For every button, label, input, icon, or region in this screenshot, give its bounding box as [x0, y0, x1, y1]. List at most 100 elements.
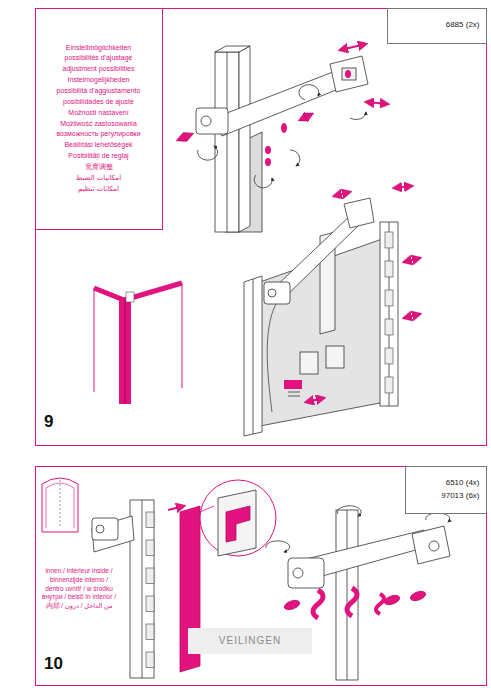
door-assembly-part: [288, 392, 300, 393]
corner-profile-detail: [94, 283, 182, 404]
watermark: VEILINGEN: [188, 628, 312, 654]
wall-profile-assembly-part: [218, 490, 256, 556]
part-count: 6510 (4x): [446, 477, 480, 489]
hinge-detail-top-part: [178, 134, 192, 140]
language-line: adjustment possibilities: [63, 64, 135, 75]
hinge-detail-top-part: [281, 123, 287, 133]
corner-profile-detail-part: [94, 283, 182, 300]
language-line: posibilidades de ajuste: [63, 97, 134, 108]
clamp-assembly-part: [347, 588, 357, 616]
clamp-assembly-part: [347, 510, 348, 680]
part-count: 97013 (6x): [441, 490, 479, 502]
clamp-assembly-part: [336, 510, 358, 680]
corner-profile-detail-part: [94, 288, 95, 392]
wall-profile-assembly-part: [200, 506, 214, 512]
wall-profile-assembly-part-part: [146, 596, 154, 611]
clamp-assembly-part: [266, 541, 290, 552]
bath-inset-part: [42, 478, 78, 532]
step-panel: 9 Einstellmöglichkeitenpossibilités d'aju…: [35, 8, 487, 446]
corner-profile-detail-part: [125, 300, 126, 404]
door-assembly-part: [404, 314, 420, 318]
wall-profile-assembly-part: [200, 480, 276, 556]
hinge-detail-top-part: [198, 146, 218, 160]
corner-profile-detail-part: [119, 300, 131, 404]
door-assembly-part: [334, 192, 350, 196]
adjustment-legend-box: Einstellmöglichkeitenpossibilités d'ajus…: [35, 8, 163, 230]
wall-profile-assembly-part: [96, 525, 104, 533]
hinge-detail-top-part: [201, 116, 211, 126]
door-assembly-part: [288, 396, 300, 397]
step-number: 9: [44, 413, 53, 432]
wall-profile-assembly-part: [142, 500, 143, 678]
wall-profile-assembly-part: [168, 506, 184, 510]
hinge-detail-top-part: [300, 114, 312, 120]
hinge-detail-top-part: [214, 70, 346, 136]
language-line: Możliwość zastosowania: [60, 119, 137, 130]
language-line: Posibilități de reglaj: [68, 151, 128, 162]
language-line: possibilità d'aggiustamento: [57, 86, 141, 97]
hinge-detail-top-part: [215, 46, 250, 52]
parts-box: 6885 (2x): [387, 8, 487, 44]
door-assembly-part: [394, 186, 412, 188]
door-assembly-part: [344, 198, 374, 228]
hinge-detail-top-part: [342, 68, 356, 80]
clamp-assembly-part: [426, 513, 450, 522]
hinge-detail-top-part: [265, 146, 271, 154]
door-assembly-part: [326, 346, 344, 368]
wall-profile-assembly-part: [226, 506, 250, 542]
clamp-assembly-part: [337, 506, 361, 516]
door-assembly-part-part: [385, 348, 393, 364]
step-number: 10: [44, 655, 63, 674]
wall-profile-assembly-part: [92, 516, 134, 552]
wall-profile-assembly-part-part: [146, 568, 154, 583]
door-assembly-part-part: [385, 261, 393, 277]
door-assembly-part: [306, 398, 324, 402]
door-assembly-part: [385, 232, 393, 393]
bath-inset: [42, 478, 78, 532]
hinge-detail-top-part: [345, 70, 351, 78]
part-count: 6885 (2x): [446, 19, 480, 31]
wall-profile-assembly-part-part: [146, 512, 154, 527]
door-assembly-part: [284, 380, 302, 389]
screw-set-part: [409, 590, 427, 603]
hinge-detail-top-part: [330, 56, 368, 92]
hinge-detail-top-part: [265, 158, 271, 166]
clamp-assembly-part: [429, 541, 439, 551]
wall-profile-assembly-part-part: [146, 652, 154, 667]
screw-set-part: [283, 599, 301, 612]
door-assembly-part: [264, 282, 290, 304]
language-line: Einstellmöglichkeiten: [66, 43, 131, 54]
clamp-assembly-part: [313, 590, 323, 618]
door-assembly-part: [300, 352, 318, 374]
language-line: امكانيات الضبط: [76, 173, 121, 184]
door-assembly-part: [268, 289, 276, 297]
hinge-detail-top-part: [290, 150, 300, 166]
hinge-detail-top-part: [254, 175, 272, 188]
hinge-detail-top-part: [350, 112, 366, 120]
inside-label: innen / intérieur inside / binnenzijde i…: [40, 566, 118, 612]
clamp-assembly: [266, 506, 450, 680]
language-line: Instelmogelijkheden: [68, 75, 130, 86]
language-line: Možnosti nastavení: [68, 108, 128, 119]
language-line: possibilités d'ajustage: [65, 53, 133, 64]
bath-inset-part: [60, 480, 61, 528]
clamp-assembly-part: [376, 594, 384, 614]
door-assembly-part-part: [385, 319, 393, 335]
wall-profile-assembly-part-part: [146, 540, 154, 555]
hinge-detail-top-part: [215, 52, 239, 232]
corner-profile-detail-part: [182, 283, 183, 388]
door-assembly-part-part: [385, 290, 393, 306]
language-line: امکانات تنظیم: [78, 184, 119, 195]
door-assembly-part: [267, 304, 276, 412]
hinge-detail-top-part: [340, 44, 366, 50]
wall-profile-assembly-part: [146, 512, 154, 667]
language-line: возможность регулировки: [56, 129, 140, 140]
wall-profile-assembly-part: [130, 500, 154, 678]
hinge-detail-top: [178, 44, 388, 232]
language-line: 宽度调整: [85, 162, 113, 173]
hinge-detail-top-part: [196, 108, 228, 134]
wall-profile-assembly-part: [92, 518, 118, 540]
corner-profile-detail-part: [126, 292, 134, 302]
clamp-assembly-part: [293, 568, 303, 578]
door-assembly-part-part: [385, 232, 393, 248]
